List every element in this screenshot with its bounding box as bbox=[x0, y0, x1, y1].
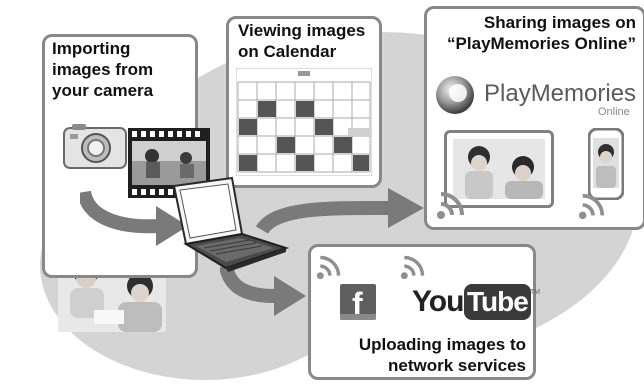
playmemories-online-label: Online bbox=[598, 106, 630, 118]
calendar-icon bbox=[236, 68, 372, 176]
calendar-title: Viewing images on Calendar bbox=[238, 21, 366, 61]
frame-photo bbox=[453, 139, 545, 199]
uploading-title: Uploading images to network services bbox=[358, 335, 526, 375]
facebook-icon: f bbox=[340, 284, 376, 320]
arrow-camera-to-laptop bbox=[80, 188, 192, 250]
wifi-icon bbox=[316, 254, 342, 280]
wifi-icon bbox=[400, 254, 426, 280]
laptop-icon bbox=[170, 176, 290, 274]
photo-frame-icon bbox=[444, 130, 554, 208]
smartphone-icon bbox=[588, 128, 624, 200]
importing-title: Importing images from your camera bbox=[52, 39, 154, 100]
wifi-icon bbox=[578, 192, 606, 220]
playmemories-wordmark: PlayMemories bbox=[484, 80, 637, 107]
playmemories-logo-icon bbox=[434, 74, 476, 116]
arrow-laptop-to-sharing bbox=[256, 184, 428, 244]
wifi-icon bbox=[436, 190, 466, 220]
camera-icon bbox=[62, 124, 130, 172]
sharing-title: Sharing images on “PlayMemories Online” bbox=[447, 13, 636, 53]
film-strip-icon bbox=[128, 128, 210, 198]
arrow-laptop-to-uploading bbox=[220, 262, 310, 318]
